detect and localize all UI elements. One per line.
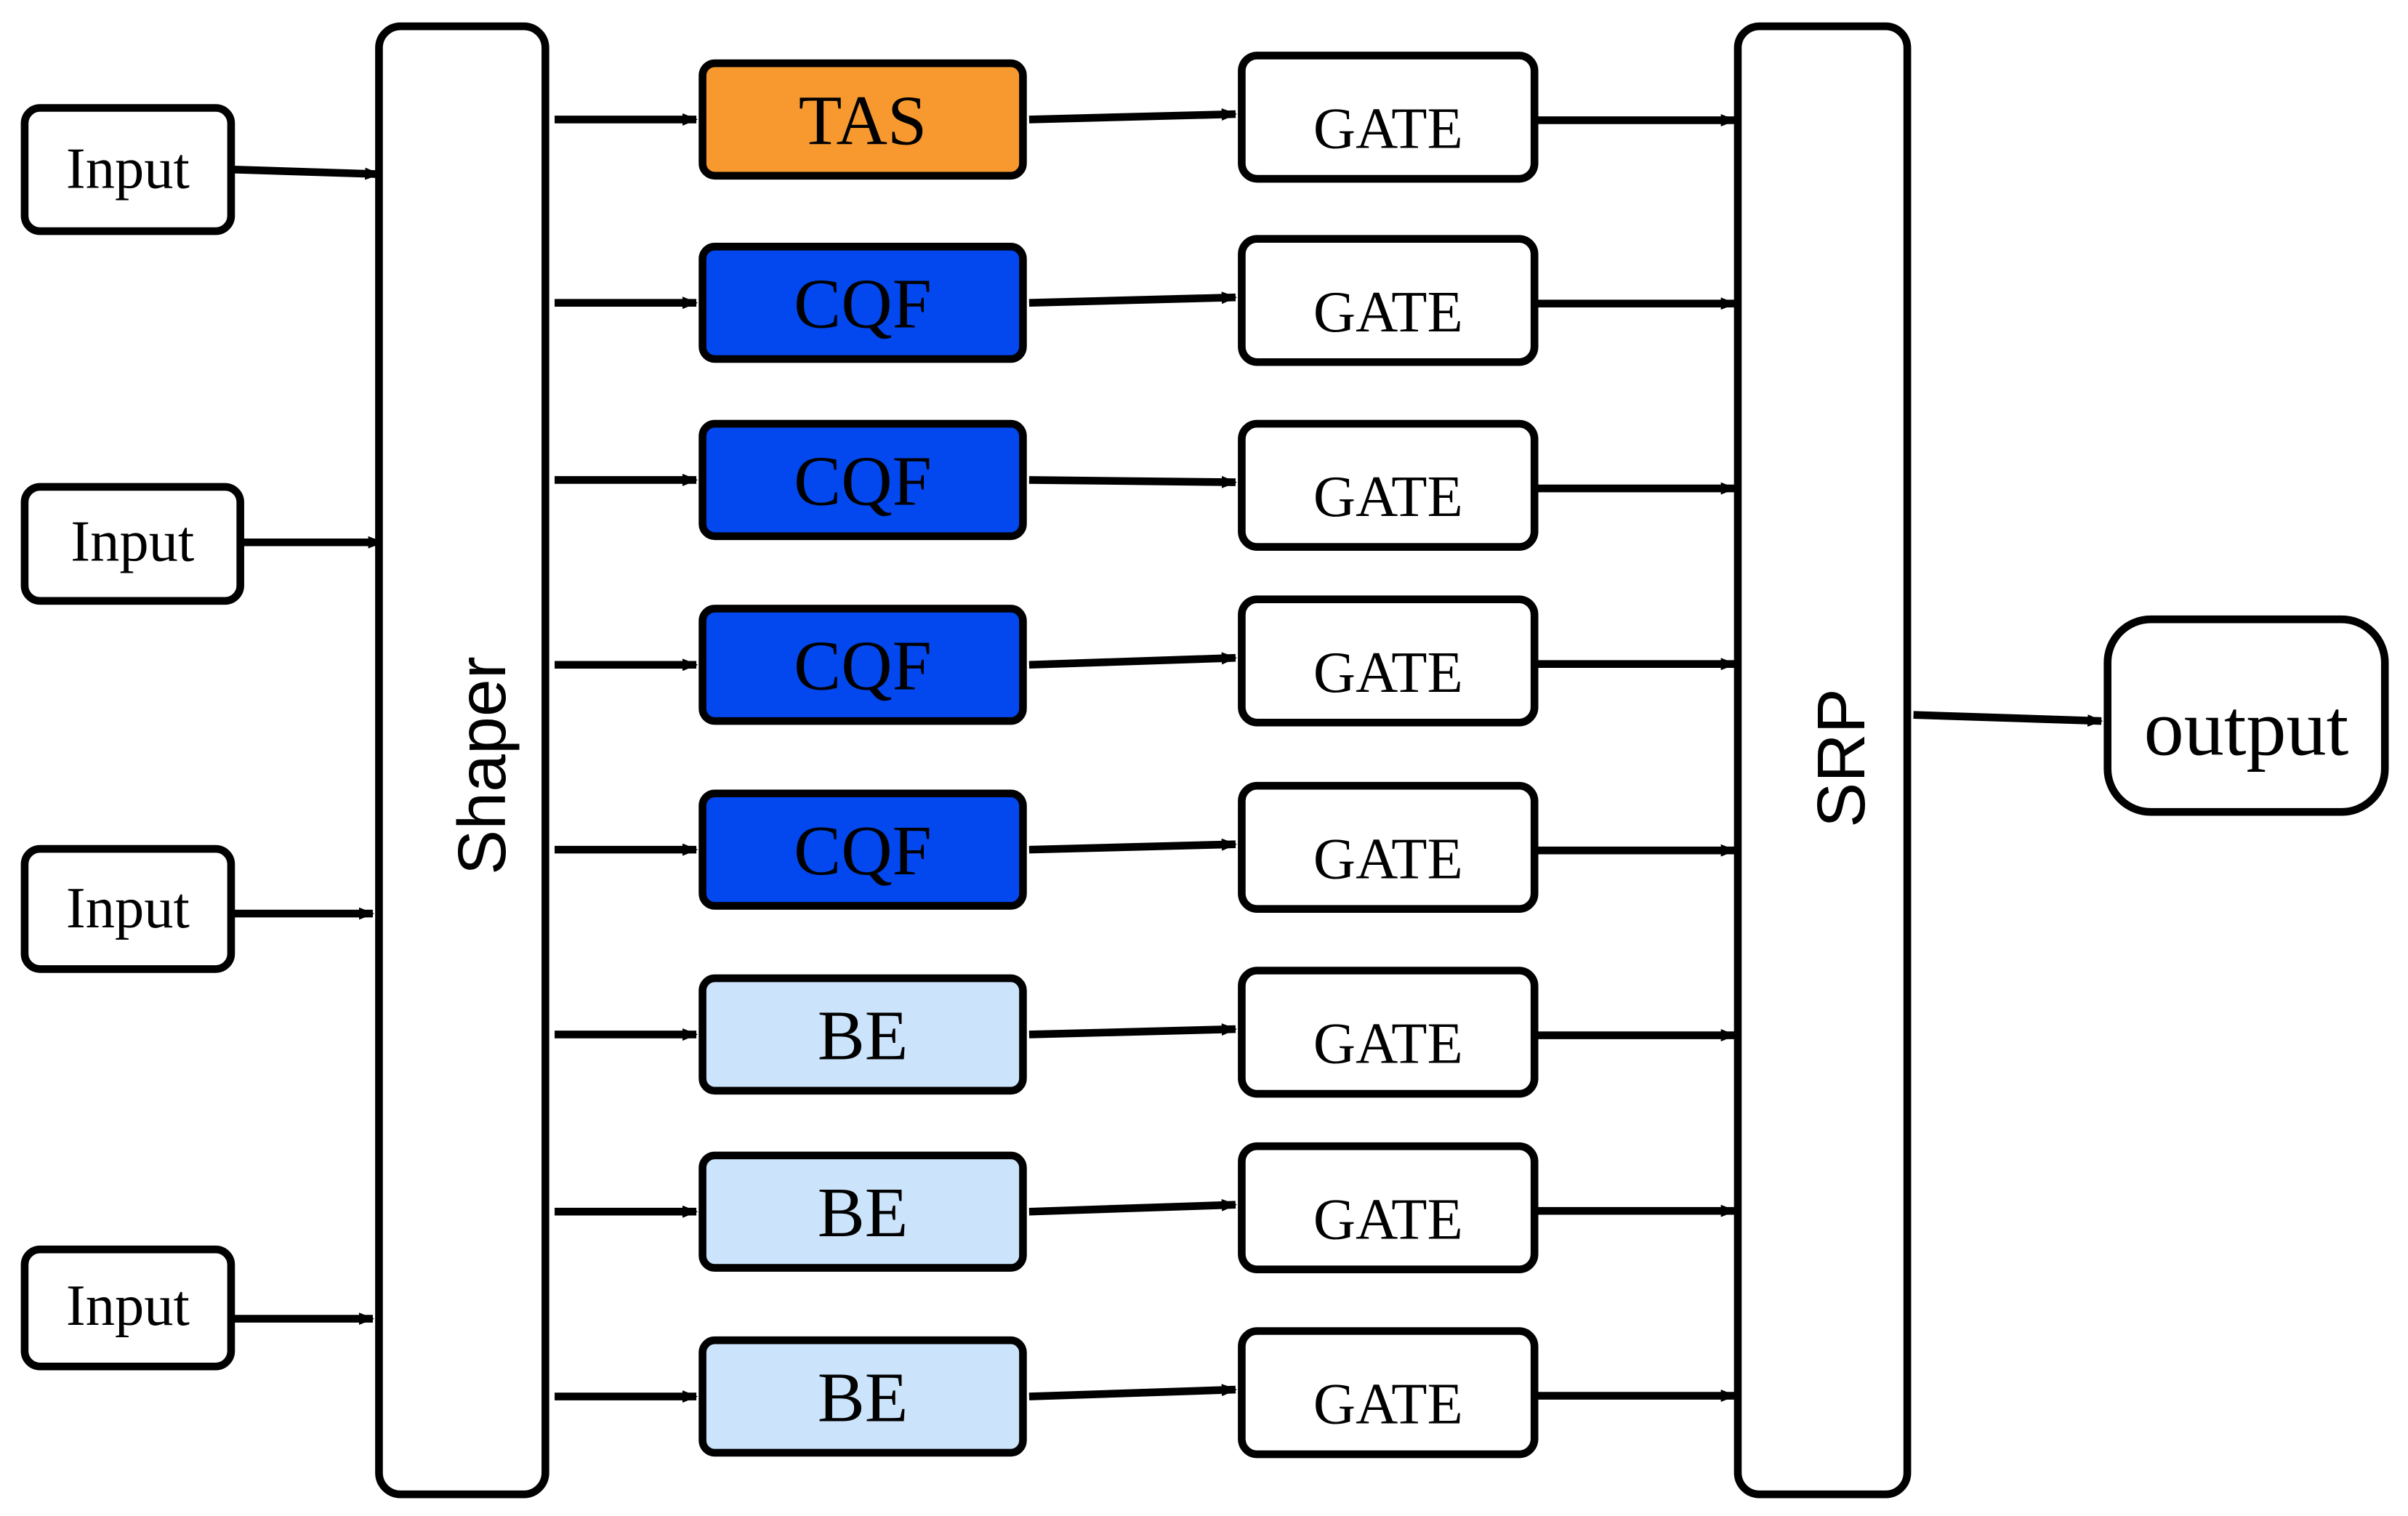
gate-label: GATE: [1313, 97, 1463, 161]
input-label: Input: [66, 1273, 190, 1338]
input-label: Input: [66, 137, 190, 201]
shaper-block: Shaper: [375, 22, 549, 1499]
gate-box: GATE: [1238, 235, 1539, 366]
input-label: Input: [66, 876, 190, 940]
srp-label: SRP: [1803, 688, 1879, 828]
input-box-3: Input: [20, 844, 235, 973]
gate-label: GATE: [1313, 1012, 1463, 1076]
queue-label: BE: [818, 1359, 909, 1438]
queue-row: BE GATE: [555, 1142, 1736, 1274]
queue-label: BE: [818, 996, 909, 1075]
arrow-queue-to-gate: [1028, 475, 1238, 488]
queue-box-cqf: CQF: [698, 242, 1027, 363]
queue-label: BE: [818, 1174, 909, 1252]
gate-label: GATE: [1313, 464, 1463, 529]
srp-block: SRP: [1733, 22, 1912, 1499]
queue-label: CQF: [794, 442, 932, 520]
gate-box: GATE: [1238, 1327, 1539, 1459]
queue-row: BE GATE: [555, 967, 1736, 1098]
gate-label: GATE: [1313, 1187, 1463, 1251]
gate-label: GATE: [1313, 1372, 1463, 1437]
queue-label: CQF: [794, 627, 932, 706]
queue-box-cqf: CQF: [698, 789, 1027, 910]
arrow-queue-to-gate: [1028, 838, 1238, 854]
arrow-queue-to-gate: [1028, 1198, 1238, 1216]
arrow-queue-to-gate: [1028, 291, 1238, 307]
queue-box-be: BE: [698, 1151, 1027, 1272]
queue-label: CQF: [794, 812, 932, 890]
arrow-to-output: [1913, 711, 2103, 727]
queue-label: TAS: [799, 81, 927, 160]
input-box-2: Input: [20, 483, 244, 605]
gate-label: GATE: [1313, 640, 1463, 705]
arrow-queue-to-gate: [1028, 108, 1238, 124]
queue-row: CQF GATE: [555, 595, 1736, 727]
output-box: output: [2103, 615, 2389, 816]
output-label: output: [2144, 684, 2349, 773]
queue-box-cqf: CQF: [698, 419, 1027, 541]
queue-row: TAS GATE: [555, 52, 1736, 183]
gate-box: GATE: [1238, 595, 1539, 727]
shaper-label: Shaper: [444, 656, 520, 875]
input-label: Input: [71, 509, 194, 574]
gate-box: GATE: [1238, 781, 1539, 914]
gate-label: GATE: [1313, 280, 1463, 344]
queue-label: CQF: [794, 265, 932, 344]
queue-rows: TAS GATE CQF GATE CQF GATE CQF GATE CQF GATE BE GAT…: [555, 52, 1736, 1459]
queue-box-be: BE: [698, 1336, 1027, 1457]
queue-box-tas: TAS: [698, 59, 1027, 180]
arrow-queue-to-gate: [1028, 1023, 1238, 1039]
queue-row: CQF GATE: [555, 419, 1736, 551]
input-box-4: Input: [20, 1245, 235, 1371]
queue-row: CQF GATE: [555, 235, 1736, 366]
queue-box-cqf: CQF: [698, 605, 1027, 725]
gate-label: GATE: [1313, 826, 1463, 891]
gate-box: GATE: [1238, 1142, 1539, 1274]
input-box-1: Input: [20, 104, 235, 235]
queue-row: BE GATE: [555, 1327, 1736, 1459]
gate-box: GATE: [1238, 967, 1539, 1098]
gate-box: GATE: [1238, 419, 1539, 551]
queue-box-be: BE: [698, 974, 1027, 1095]
queue-row: CQF GATE: [555, 781, 1736, 914]
arrow-input-1: [234, 166, 381, 180]
gate-box: GATE: [1238, 52, 1539, 183]
arrow-queue-to-gate: [1028, 652, 1238, 669]
arrow-queue-to-gate: [1028, 1384, 1238, 1400]
